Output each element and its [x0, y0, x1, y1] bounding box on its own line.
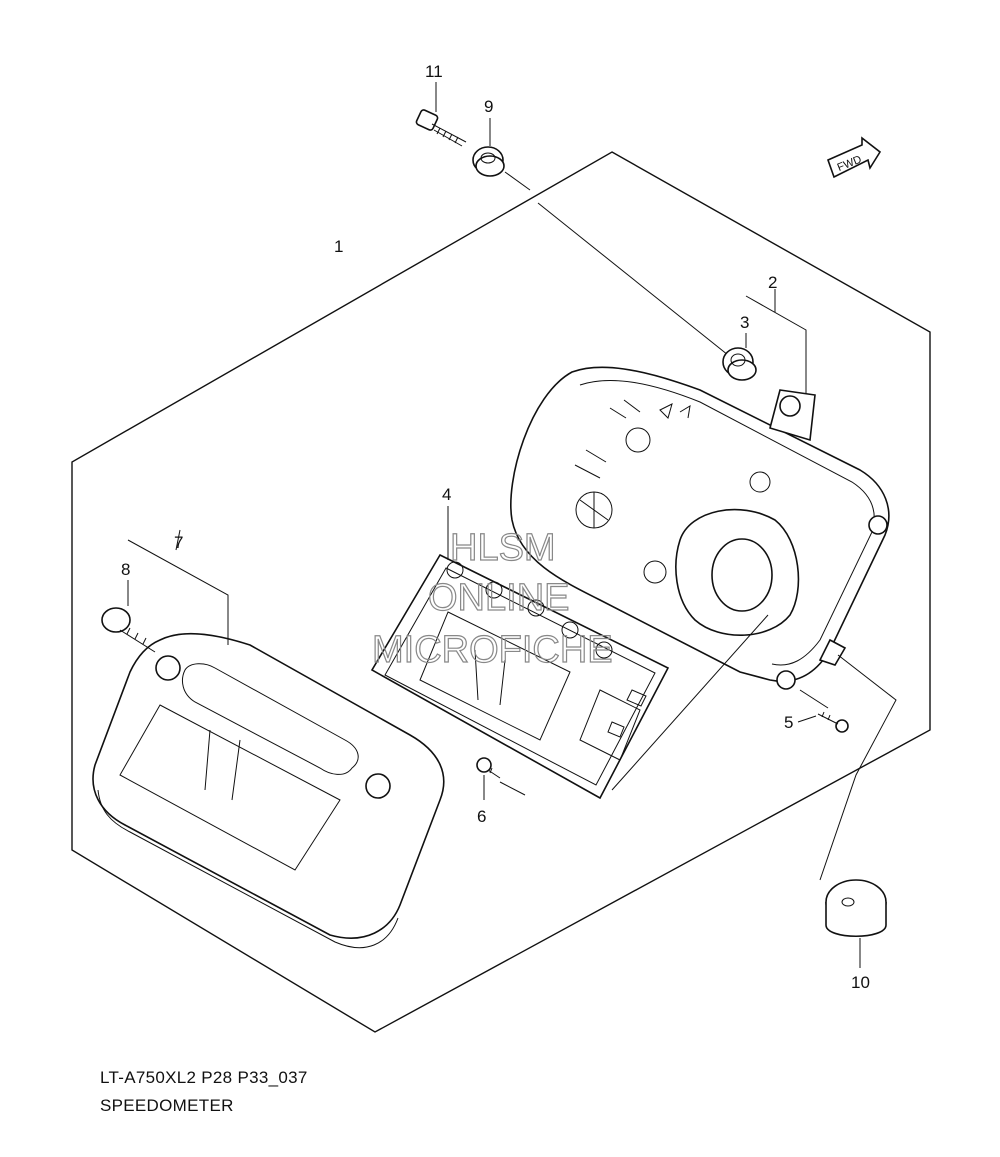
- diagram-title: SPEEDOMETER: [100, 1096, 234, 1115]
- callout-1: 1: [334, 237, 343, 256]
- screw-part-11: [415, 109, 467, 147]
- callout-8: 8: [121, 560, 130, 579]
- callout-9: 9: [484, 97, 493, 116]
- reference-code: LT-A750XL2 P28 P33_037: [100, 1068, 308, 1087]
- watermark-line-1: HLSM: [450, 527, 556, 569]
- watermark: HLSM ONLINE MICROFICHE: [371, 526, 613, 671]
- fwd-arrow-icon: FWD: [826, 136, 882, 179]
- callout-4: 4: [442, 485, 451, 504]
- screw-part-6: [476, 757, 501, 779]
- callout-6: 6: [477, 807, 486, 826]
- watermark-line-2: ONLINE: [428, 577, 569, 619]
- callout-2: 2: [768, 273, 777, 292]
- grommet-part-3: [722, 347, 757, 381]
- circuit-board-part-4: [370, 553, 670, 800]
- callout-3: 3: [740, 313, 749, 332]
- grommet-part-10: [825, 879, 887, 938]
- watermark-line-3: MICROFICHE: [372, 629, 613, 671]
- grommet-part-9: [472, 146, 505, 177]
- callout-7: 7: [174, 533, 183, 552]
- assembly-outline: [71, 151, 931, 1033]
- callout-11: 11: [425, 62, 443, 81]
- screw-part-8: [101, 607, 156, 653]
- rear-case-part-2: [510, 366, 890, 690]
- front-cover-part-7: [92, 632, 445, 949]
- callout-10: 10: [851, 973, 870, 992]
- screw-part-5: [817, 711, 849, 733]
- callout-5: 5: [784, 713, 793, 732]
